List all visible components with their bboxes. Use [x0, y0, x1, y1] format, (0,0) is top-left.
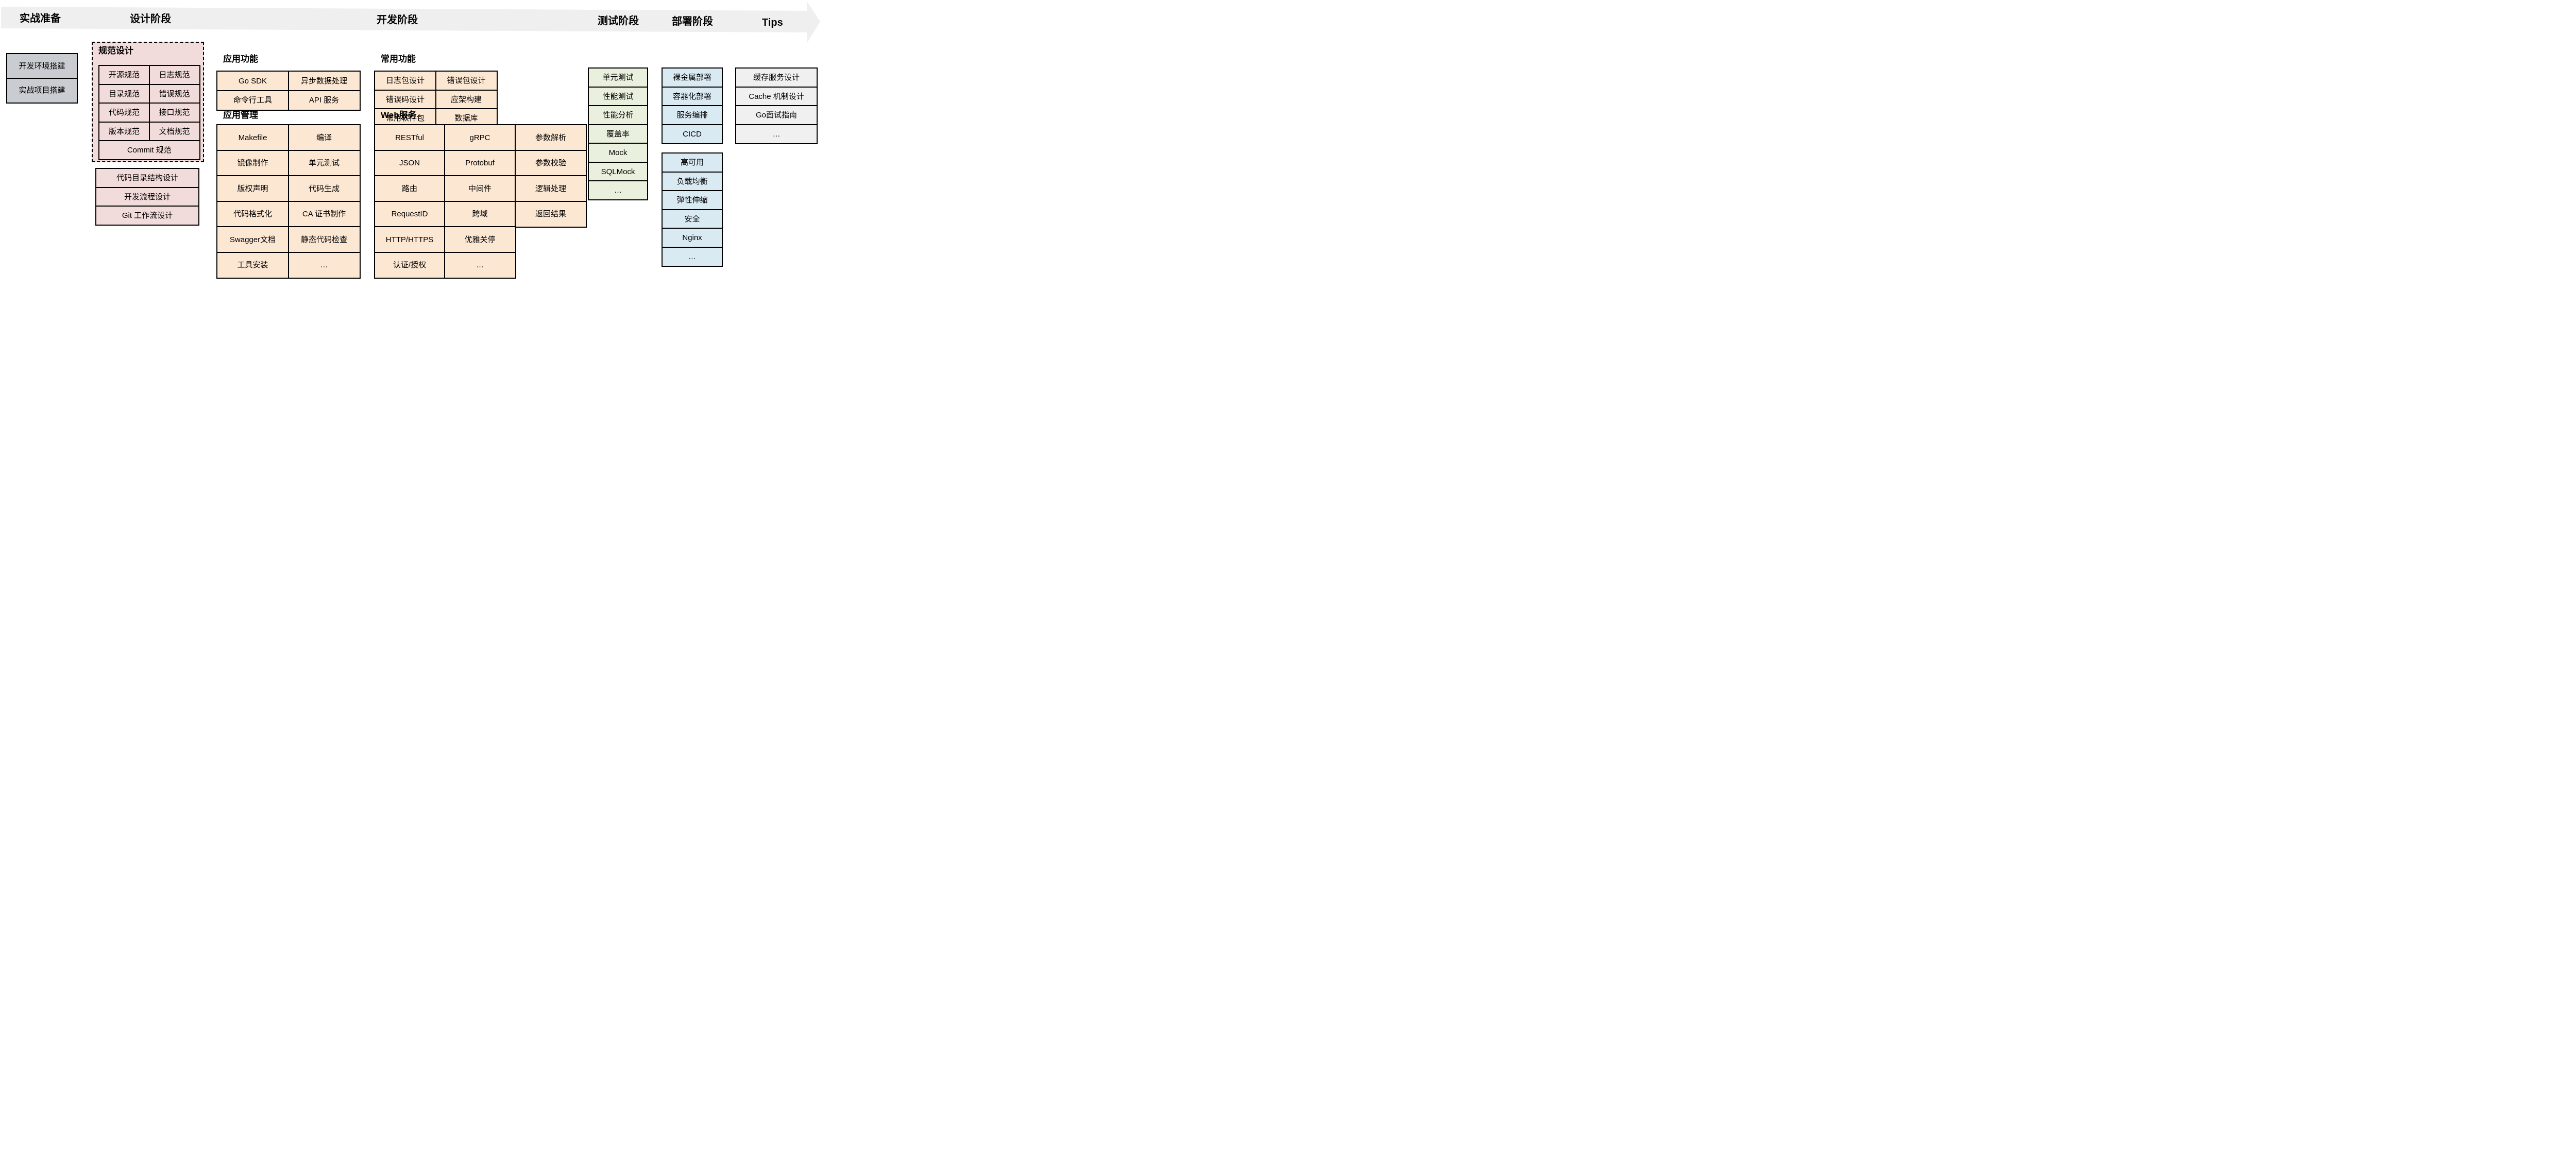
tips-list: 缓存服务设计 Cache 机制设计 Go面试指南 …: [735, 67, 818, 144]
web-cell: 中间件: [444, 175, 516, 202]
spec-cell: 版本规范: [98, 121, 150, 142]
common-cell: 错误包设计: [435, 71, 498, 91]
app-features-title: 应用功能: [223, 54, 258, 64]
app-mgmt-cell: …: [287, 251, 361, 279]
deploy-item: 负载均衡: [662, 171, 723, 192]
tips-item: …: [735, 124, 818, 144]
app-features-table: Go SDK 异步数据处理 命令行工具 API 服务: [216, 71, 361, 111]
web-cell: 返回结果: [515, 200, 587, 228]
phase-label-deploy: 部署阶段: [672, 16, 713, 27]
spec-cell: 日志规范: [148, 65, 200, 85]
app-mgmt-cell: Swagger文档: [216, 226, 289, 253]
deploy-item: CICD: [662, 124, 723, 144]
app-features-cell: API 服务: [287, 90, 361, 111]
design-workflow-list: 代码目录结构设计 开发流程设计 Git 工作流设计: [95, 168, 199, 226]
web-cell: 参数解析: [515, 124, 587, 151]
web-cell: 参数校验: [515, 149, 587, 177]
deploy-item: 安全: [662, 209, 723, 229]
workflow-item: Git 工作流设计: [95, 206, 199, 226]
phase-label-prep: 实战准备: [20, 13, 61, 24]
web-cell: 路由: [374, 175, 445, 202]
app-features-cell: 命令行工具: [216, 90, 289, 111]
web-cell: JSON: [374, 149, 445, 177]
web-cell: 认证/授权: [374, 251, 445, 279]
deploy-item: Nginx: [662, 228, 723, 248]
app-mgmt-title: 应用管理: [223, 110, 258, 120]
app-mgmt-cell: Makefile: [216, 124, 289, 151]
app-mgmt-cell: 单元测试: [287, 149, 361, 177]
phase-label-tips: Tips: [762, 17, 783, 28]
deploy-item: …: [662, 246, 723, 267]
arrow-shape: [1, 1, 820, 43]
phase-label-test: 测试阶段: [598, 15, 639, 27]
deploy-list-1: 裸金属部署 容器化部署 服务编排 CICD: [662, 67, 723, 144]
test-item: 性能测试: [588, 86, 648, 107]
tips-item: 缓存服务设计: [735, 67, 818, 88]
spec-design-table: 开源规范 日志规范 目录规范 错误规范 代码规范 接口规范 版本规范 文档规范 …: [98, 65, 200, 160]
deploy-item: 裸金属部署: [662, 67, 723, 88]
spec-design-box: 规范设计 开源规范 日志规范 目录规范 错误规范 代码规范 接口规范 版本规范 …: [92, 42, 204, 162]
app-mgmt-cell: 编译: [287, 124, 361, 151]
phase-label-dev: 开发阶段: [377, 14, 418, 26]
web-cell: Protobuf: [444, 149, 516, 177]
web-cell: RequestID: [374, 200, 445, 228]
app-mgmt-cell: 代码格式化: [216, 200, 289, 228]
workflow-item: 开发流程设计: [95, 186, 199, 207]
app-mgmt-cell: CA 证书制作: [287, 200, 361, 228]
web-cell: 逻辑处理: [515, 175, 587, 202]
web-cell: RESTful: [374, 124, 445, 151]
test-item: Mock: [588, 143, 648, 163]
common-cell: 错误码设计: [374, 89, 436, 110]
web-service-title: Web服务: [381, 110, 417, 120]
prep-list: 开发环境搭建 实战项目搭建: [6, 53, 78, 104]
phase-arrow-banner: [1, 1, 820, 43]
spec-design-title: 规范设计: [98, 46, 133, 56]
common-features-title: 常用功能: [381, 54, 416, 64]
tips-item: Go面试指南: [735, 105, 818, 125]
spec-cell: 文档规范: [148, 121, 200, 142]
test-item: SQLMock: [588, 161, 648, 182]
app-mgmt-cell: 版权声明: [216, 175, 289, 202]
test-item: 性能分析: [588, 105, 648, 125]
web-service-table: RESTful gRPC 参数解析 JSON Protobuf 参数校验 路由 …: [374, 124, 587, 279]
app-features-cell: Go SDK: [216, 71, 289, 91]
deploy-item: 高可用: [662, 152, 723, 173]
web-cell: HTTP/HTTPS: [374, 226, 445, 253]
common-cell: 应架构建: [435, 89, 498, 110]
app-mgmt-table: Makefile 编译 镜像制作 单元测试 版权声明 代码生成 代码格式化 CA…: [216, 124, 361, 279]
deploy-item: 弹性伸缩: [662, 190, 723, 210]
spec-cell-commit: Commit 规范: [98, 140, 200, 160]
app-mgmt-cell: 静态代码检查: [287, 226, 361, 253]
app-features-cell: 异步数据处理: [287, 71, 361, 91]
deploy-item: 服务编排: [662, 105, 723, 125]
spec-cell: 目录规范: [98, 83, 150, 104]
test-item: …: [588, 180, 648, 200]
deploy-item: 容器化部署: [662, 86, 723, 107]
app-mgmt-cell: 镜像制作: [216, 149, 289, 177]
deploy-list-2: 高可用 负载均衡 弹性伸缩 安全 Nginx …: [662, 152, 723, 267]
spec-cell: 接口规范: [148, 103, 200, 123]
workflow-diagram: 实战准备 设计阶段 开发阶段 测试阶段 部署阶段 Tips 开发环境搭建 实战项…: [0, 0, 821, 290]
spec-cell: 开源规范: [98, 65, 150, 85]
app-mgmt-cell: 代码生成: [287, 175, 361, 202]
test-list: 单元测试 性能测试 性能分析 覆盖率 Mock SQLMock …: [588, 67, 648, 200]
web-cell: gRPC: [444, 124, 516, 151]
app-mgmt-cell: 工具安装: [216, 251, 289, 279]
prep-item: 实战项目搭建: [6, 77, 78, 104]
tips-item: Cache 机制设计: [735, 86, 818, 107]
test-item: 覆盖率: [588, 124, 648, 144]
phase-label-design: 设计阶段: [130, 13, 171, 25]
spec-cell: 错误规范: [148, 83, 200, 104]
web-cell: 优雅关停: [444, 226, 516, 253]
web-cell: …: [444, 251, 516, 279]
test-item: 单元测试: [588, 67, 648, 88]
prep-item: 开发环境搭建: [6, 53, 78, 79]
web-cell: 跨域: [444, 200, 516, 228]
common-cell: 日志包设计: [374, 71, 436, 91]
spec-cell: 代码规范: [98, 103, 150, 123]
workflow-item: 代码目录结构设计: [95, 168, 199, 188]
